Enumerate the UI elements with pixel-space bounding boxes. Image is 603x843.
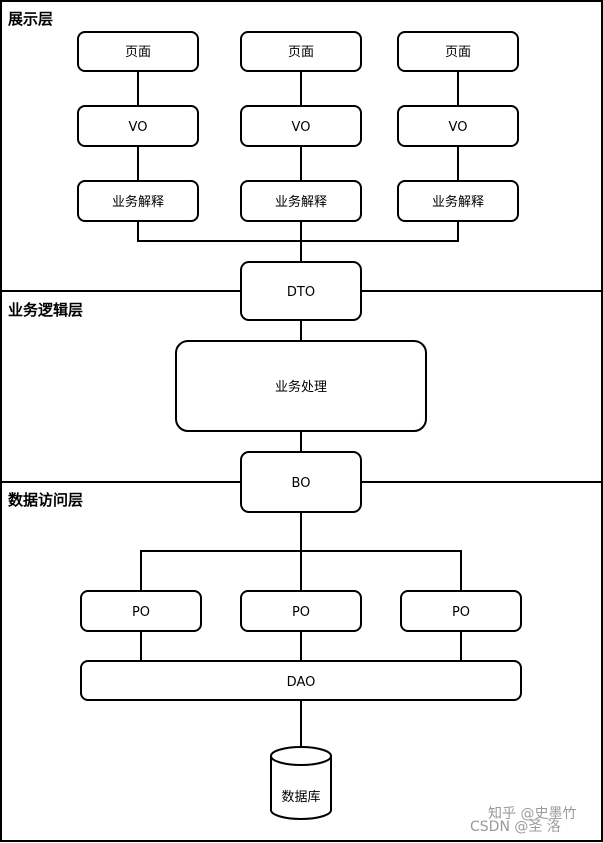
dto-box (240, 261, 362, 321)
dao-label: DAO (287, 675, 316, 690)
layer-title-presentation: 展示层 (8, 10, 53, 28)
bo-label: BO (292, 476, 311, 491)
interpret-box-3 (397, 180, 519, 222)
dto-label: DTO (287, 285, 315, 300)
po-label-2: PO (292, 605, 310, 620)
page-box-1 (77, 31, 199, 72)
po-box-3 (400, 590, 522, 632)
page-box-3 (397, 31, 519, 72)
database-label: 数据库 (281, 789, 320, 805)
process-label: 业务处理 (275, 379, 327, 395)
vo-box-1 (77, 105, 199, 147)
vo-label-2: VO (292, 120, 311, 135)
page-label-2: 页面 (288, 45, 314, 60)
interpret-box-1 (77, 180, 199, 222)
po-label-3: PO (452, 605, 470, 620)
interpret-label-1: 业务解释 (112, 194, 164, 210)
page-label-1: 页面 (125, 45, 151, 60)
interpret-label-2: 业务解释 (275, 194, 327, 210)
connectors-data-access (140, 512, 462, 748)
watermark-line-1: 知乎 @史墨竹 (488, 805, 576, 822)
bo-box (240, 451, 362, 513)
layer-title-data-access: 数据访问层 (8, 491, 83, 509)
database-cylinder (270, 746, 332, 820)
process-box (175, 340, 427, 432)
connectors-presentation (137, 71, 459, 262)
layer-title-business: 业务逻辑层 (8, 301, 83, 319)
po-box-2 (240, 590, 362, 632)
vo-label-1: VO (129, 120, 148, 135)
vo-box-2 (240, 105, 362, 147)
po-label-1: PO (132, 605, 150, 620)
page-label-3: 页面 (445, 45, 471, 60)
watermark-line-2: CSDN @圣 洛 (470, 819, 561, 835)
interpret-label-3: 业务解释 (432, 194, 484, 210)
po-box-1 (80, 590, 202, 632)
vo-label-3: VO (449, 120, 468, 135)
page-box-2 (240, 31, 362, 72)
vo-box-3 (397, 105, 519, 147)
interpret-box-2 (240, 180, 362, 222)
dao-box (80, 660, 522, 701)
